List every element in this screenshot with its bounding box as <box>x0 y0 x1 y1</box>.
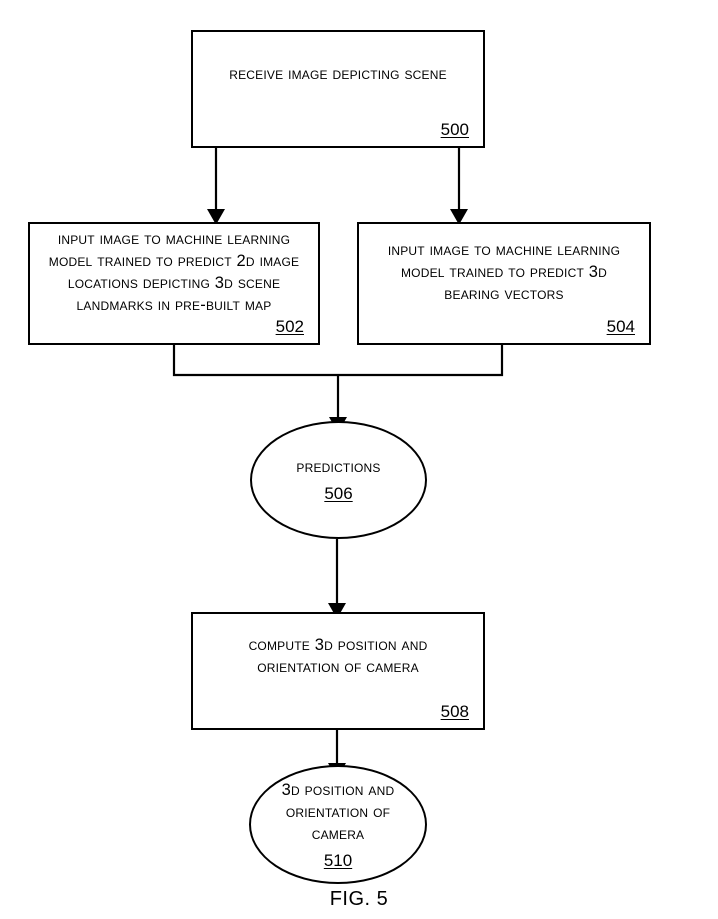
terminal-ellipse-510: 3D position and orientation of camera 51… <box>249 765 427 884</box>
terminal-ellipse-506-label: Predictions <box>296 458 381 476</box>
process-box-504: Input image to machine learning model tr… <box>357 222 651 345</box>
process-box-508-label: Compute 3D position and orientation of c… <box>248 636 428 676</box>
reference-numeral-502: 502 <box>275 317 304 336</box>
terminal-ellipse-510-label: 3D position and orientation of camera <box>281 780 395 843</box>
process-box-500-label: Receive image depicting scene <box>229 65 447 83</box>
process-box-504-label: Input image to machine learning model tr… <box>387 240 621 303</box>
reference-numeral-510: 510 <box>323 850 353 870</box>
reference-numeral-508: 508 <box>440 702 469 721</box>
process-box-500: Receive image depicting scene 500 <box>191 30 485 148</box>
reference-numeral-506: 506 <box>324 484 353 503</box>
process-box-502: Input image to machine learning model tr… <box>28 222 320 345</box>
process-box-508: Compute 3D position and orientation of c… <box>191 612 485 730</box>
terminal-ellipse-506: Predictions 506 <box>250 421 427 539</box>
process-box-502-label: Input image to machine learning model tr… <box>48 229 300 314</box>
figure-caption: FIG. 5 <box>329 888 389 910</box>
reference-numeral-500: 500 <box>440 120 469 139</box>
merge-line-502-504 <box>172 345 504 377</box>
reference-numeral-504: 504 <box>606 317 635 336</box>
